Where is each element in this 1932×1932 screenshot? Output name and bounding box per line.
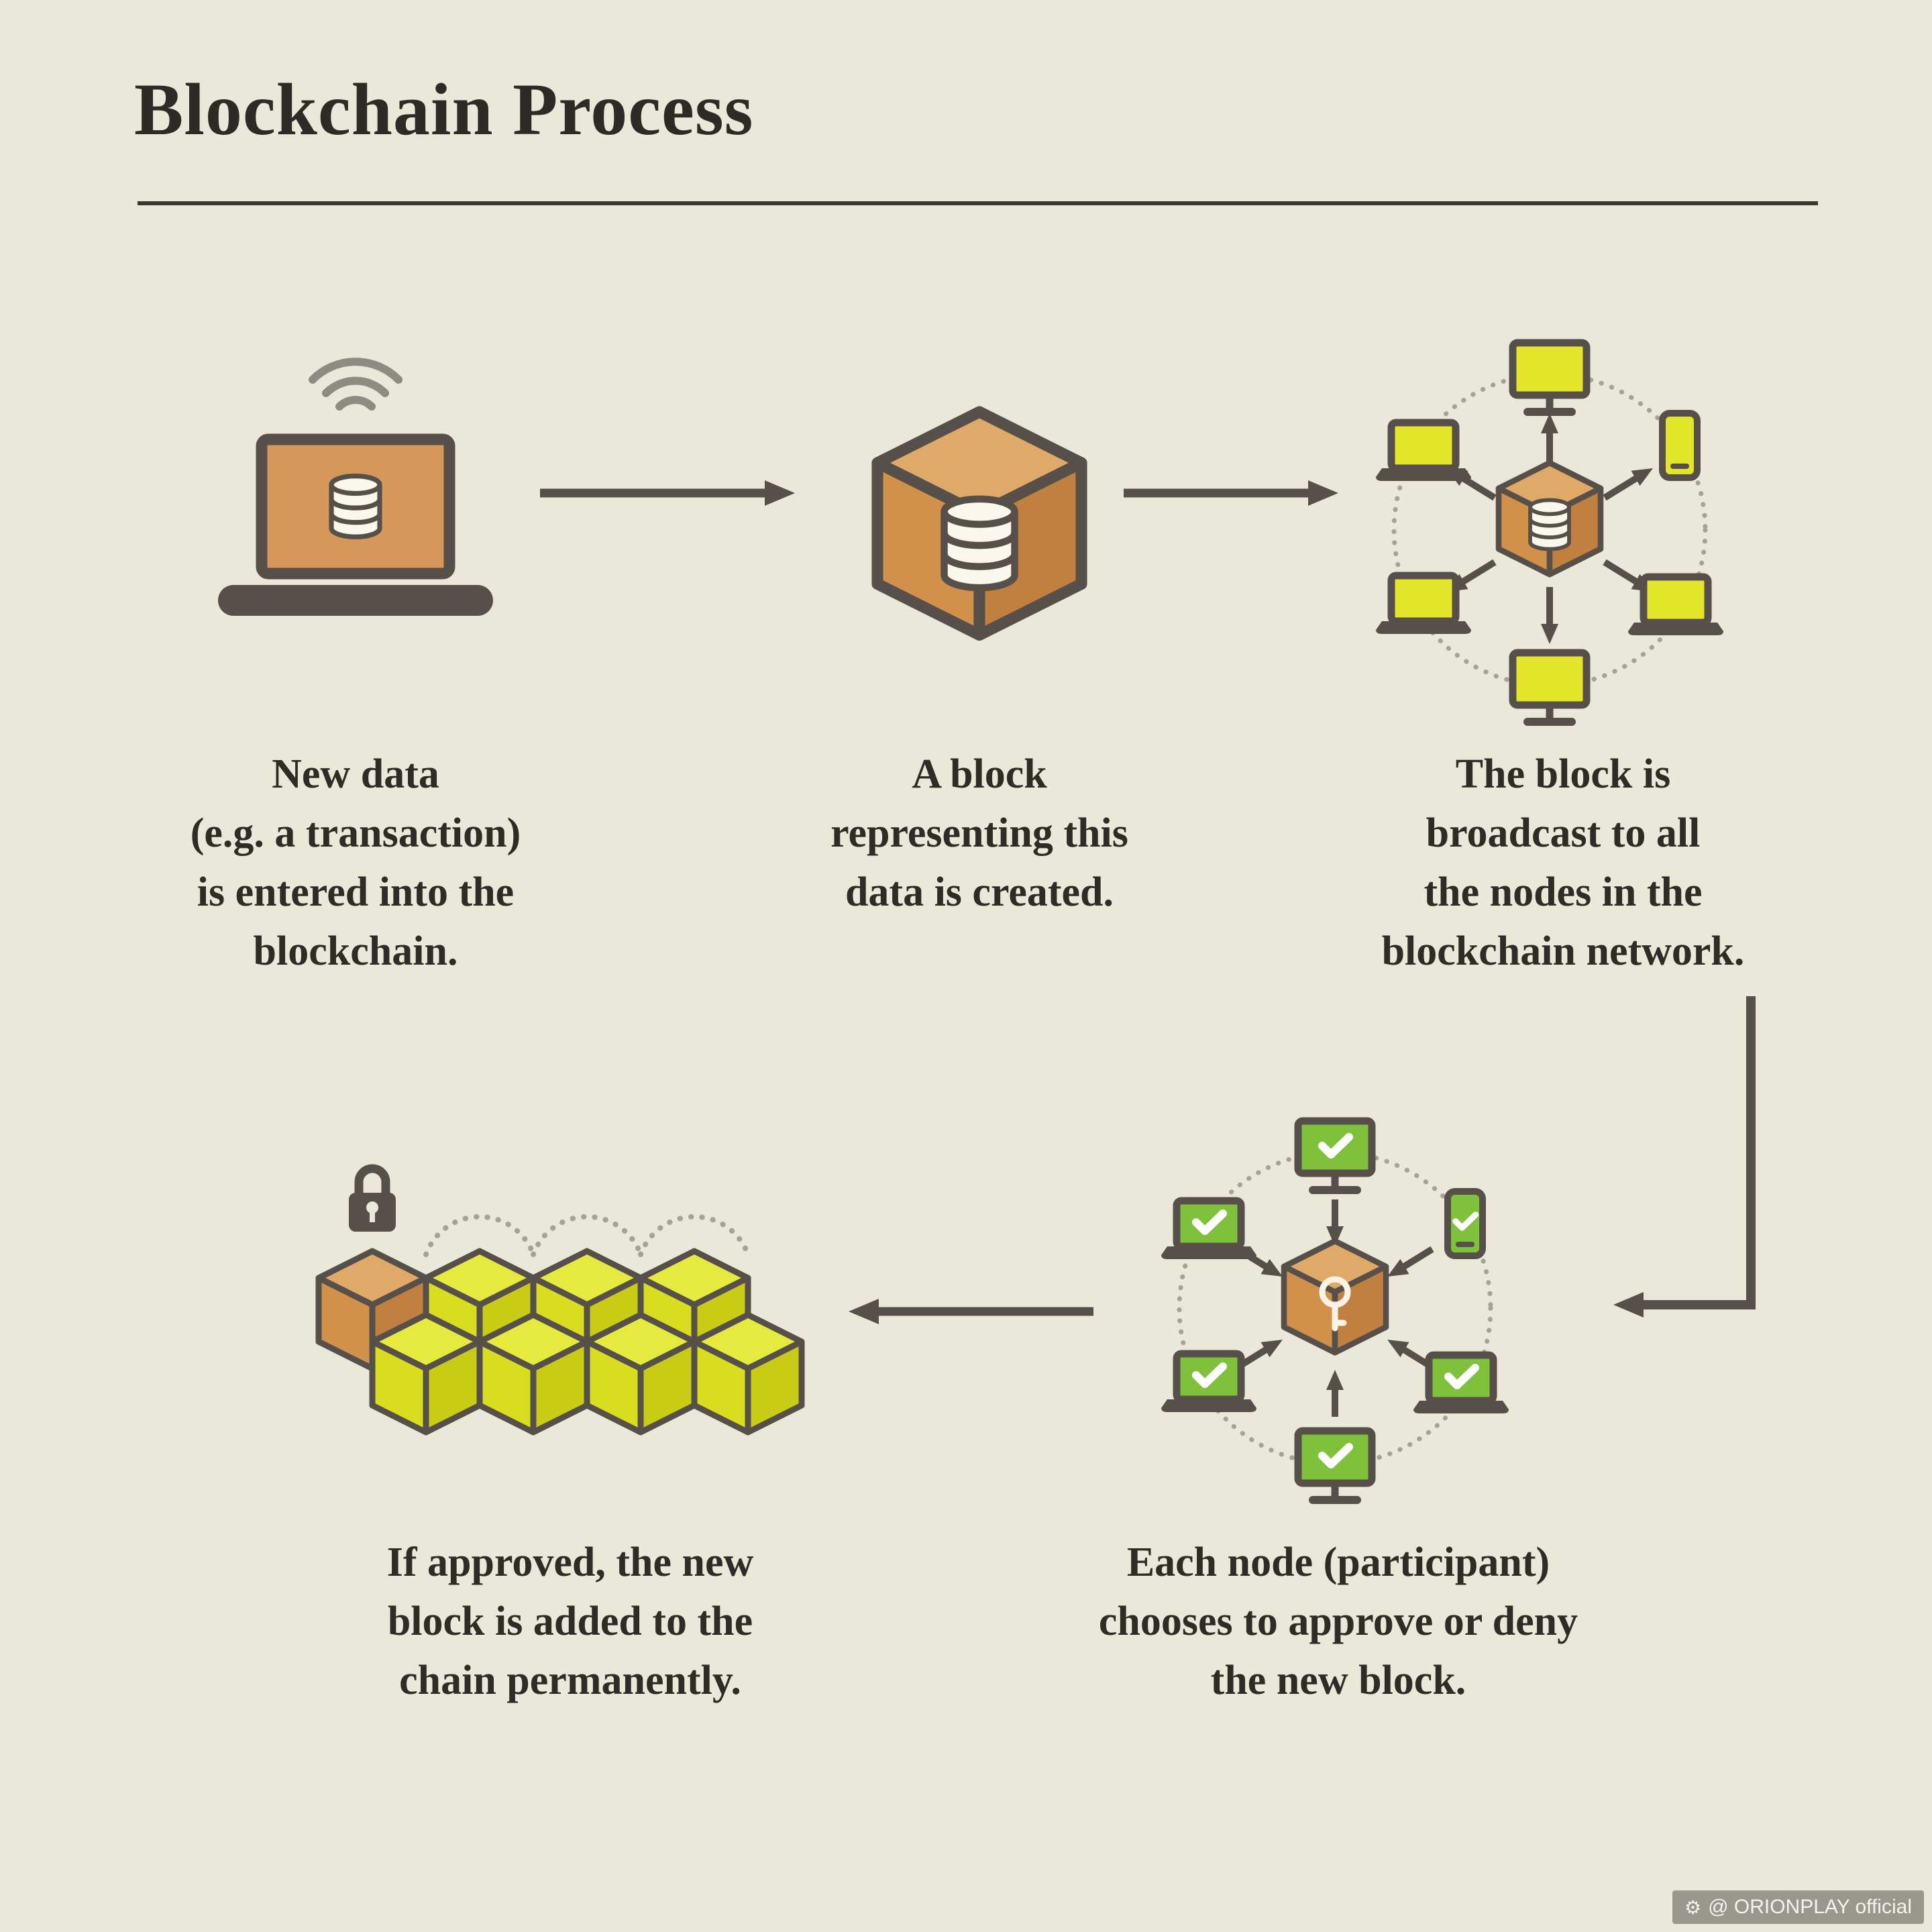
block-cube — [694, 1315, 802, 1432]
title-underline — [138, 201, 1818, 205]
step5-caption: If approved, the new block is added to t… — [386, 1540, 754, 1704]
laptop-icon — [1376, 576, 1471, 634]
page-title: Blockchain Process — [134, 68, 754, 150]
arrow-step2-step3 — [1124, 480, 1338, 506]
watermark-text: @ ORIONPLAY official — [1708, 1896, 1912, 1918]
blockchain-chain-icon — [309, 1164, 832, 1543]
database-icon — [1530, 500, 1569, 549]
arrow-step3-step4 — [1613, 996, 1756, 1318]
lock-icon — [349, 1164, 396, 1232]
gear-icon: ⚙ — [1684, 1896, 1702, 1918]
laptop-icon — [1376, 423, 1471, 481]
block-cube — [480, 1315, 587, 1432]
wifi-icon — [309, 358, 402, 411]
block-cube — [587, 1315, 694, 1432]
laptop-icon — [1628, 577, 1723, 635]
arrow-step1-step2 — [540, 480, 795, 506]
laptop-data-entry-icon — [218, 358, 493, 616]
block-cube-icon — [1284, 1241, 1386, 1352]
watermark: ⚙ @ ORIONPLAY official — [1672, 1890, 1924, 1924]
approval-arrows — [1236, 1199, 1434, 1417]
step4-caption: Each node (participant) chooses to appro… — [1098, 1540, 1578, 1704]
step2-caption: A block representing this data is create… — [830, 751, 1128, 916]
monitor-icon — [1513, 343, 1587, 412]
block-cube-icon — [859, 402, 1100, 651]
database-icon — [331, 476, 380, 537]
broadcast-network-icon — [1335, 315, 1764, 745]
monitor-icon — [1513, 653, 1587, 722]
approval-network-icon — [1120, 1093, 1550, 1523]
step1-caption: New data (e.g. a transaction) is entered… — [190, 751, 521, 975]
phone-icon — [1662, 413, 1697, 478]
database-icon — [945, 499, 1015, 588]
block-cube — [372, 1315, 480, 1432]
step3-caption: The block is broadcast to all the nodes … — [1381, 751, 1745, 975]
arrow-step4-step5 — [849, 1299, 1093, 1324]
key-icon — [1319, 1276, 1351, 1332]
chain-dotted-links — [423, 1214, 751, 1257]
